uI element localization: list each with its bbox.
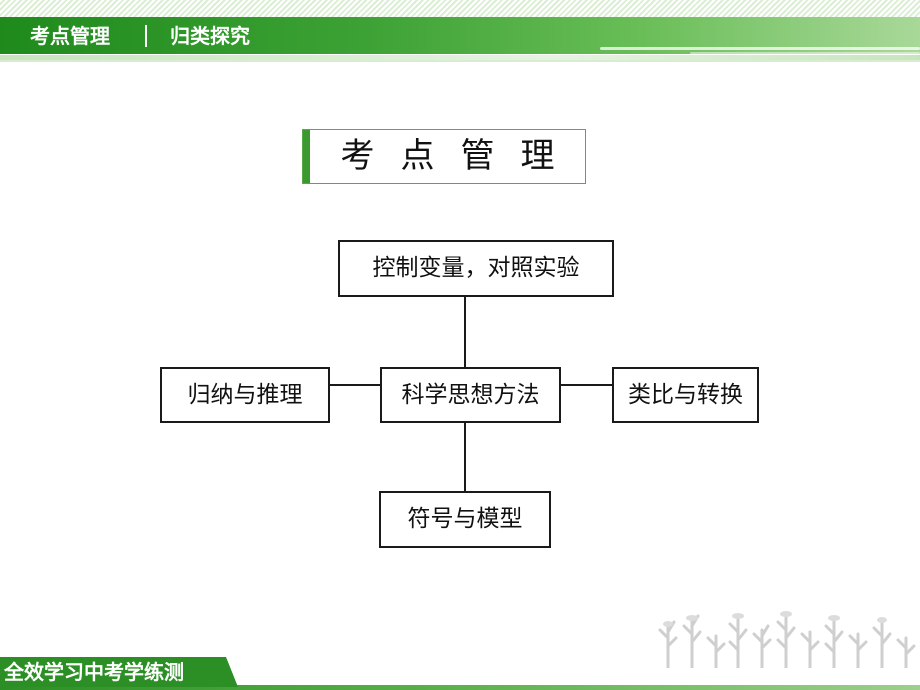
plant-decoration-icon [658, 611, 916, 668]
header-swoosh [600, 47, 920, 50]
connector-right [560, 384, 614, 386]
header-divider [0, 55, 920, 60]
connector-top [464, 296, 466, 368]
node-center: 科学思想方法 [380, 367, 561, 423]
tab-kaodian-guanli[interactable]: 考点管理 [30, 24, 110, 48]
footer-line [0, 685, 920, 690]
connector-bottom [464, 422, 466, 492]
section-title-box: 考点管理 [302, 129, 586, 184]
node-top: 控制变量，对照实验 [338, 240, 614, 297]
footer-bar: 全效学习中考学练测 [0, 655, 920, 690]
tab-separator [145, 25, 147, 47]
section-title: 考点管理 [340, 136, 581, 176]
header-swoosh [690, 52, 920, 55]
header-pattern [0, 0, 920, 17]
tab-guilei-tanjiu[interactable]: 归类探究 [170, 24, 250, 48]
title-accent-bar [303, 130, 310, 183]
node-left: 归纳与推理 [160, 367, 330, 423]
footer-label-background [0, 657, 238, 687]
footer-label: 全效学习中考学练测 [4, 660, 184, 684]
connector-left [329, 384, 381, 386]
header-bar: 考点管理 归类探究 [0, 0, 920, 62]
node-bottom: 符号与模型 [379, 491, 551, 548]
node-right: 类比与转换 [612, 367, 759, 423]
header-divider [0, 60, 920, 62]
